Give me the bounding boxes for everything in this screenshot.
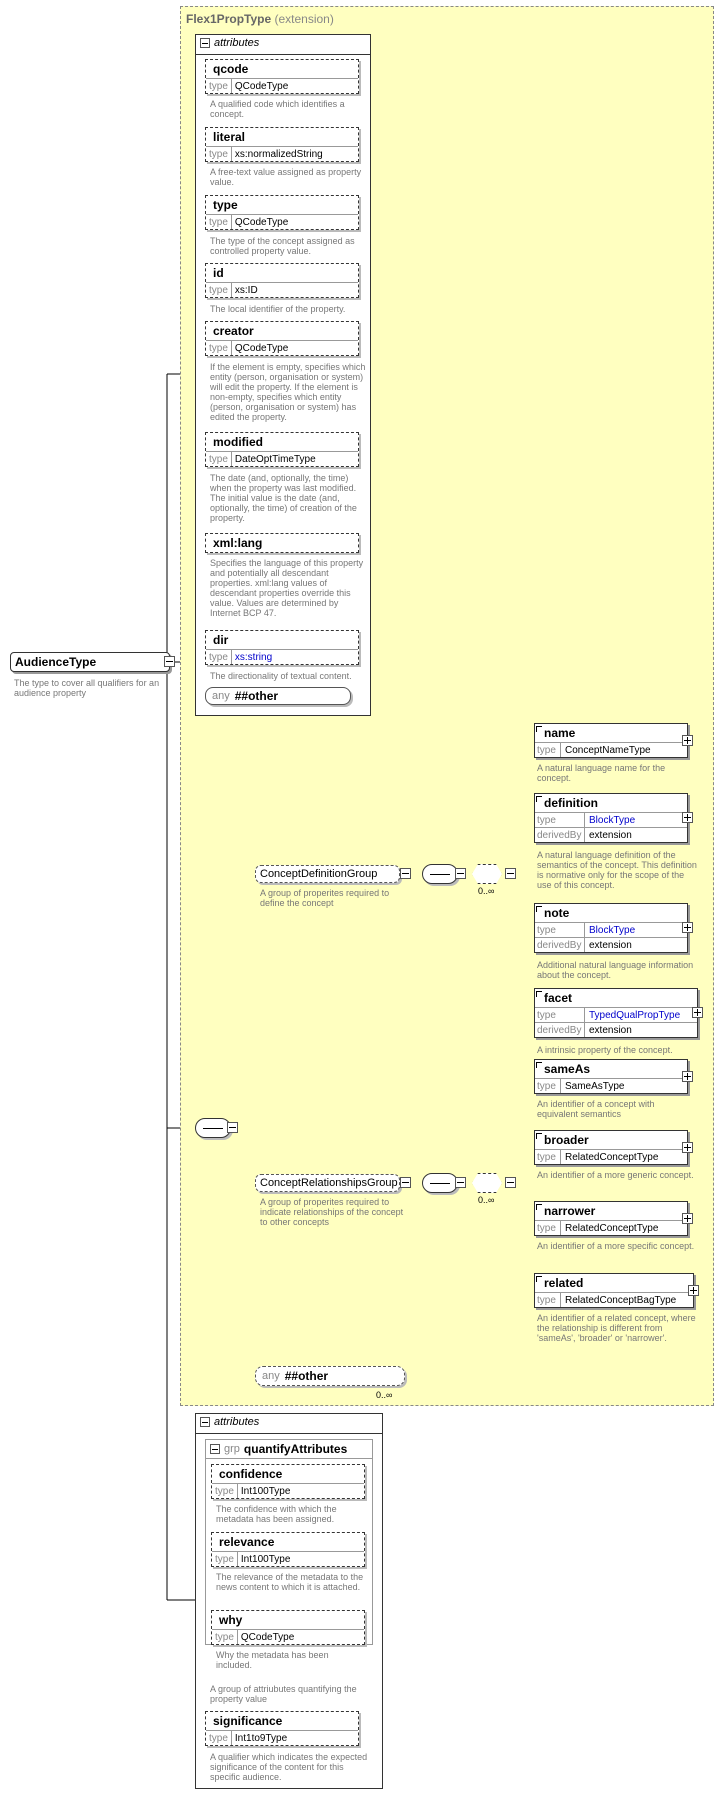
- collapse-icon[interactable]: [455, 868, 466, 879]
- group-desc: A group of properites required to indica…: [260, 1197, 404, 1227]
- cardinality-label: 0..∞: [478, 1195, 495, 1205]
- collapse-icon[interactable]: [455, 1177, 466, 1188]
- collapse-icon[interactable]: [164, 656, 175, 667]
- element-desc: An identifier of a related concept, wher…: [537, 1313, 696, 1343]
- attribute-desc: The date (and, optionally, the time) whe…: [210, 473, 357, 523]
- attribute-desc: The type of the concept assigned as cont…: [210, 236, 355, 256]
- collapse-icon[interactable]: [400, 1177, 411, 1188]
- element-desc: An identifier of a concept with equivale…: [537, 1099, 655, 1119]
- expand-icon[interactable]: [692, 1007, 703, 1018]
- group-desc: A group of attriubutes quantifying the p…: [210, 1684, 357, 1704]
- collapse-icon[interactable]: [210, 1444, 220, 1454]
- cardinality-label: 0..∞: [376, 1390, 393, 1400]
- expand-icon[interactable]: [682, 1070, 693, 1082]
- attributes-header[interactable]: attributes: [200, 37, 259, 49]
- root-element-audiencetype[interactable]: AudienceType: [10, 652, 175, 672]
- expand-icon[interactable]: [688, 1284, 699, 1296]
- expand-icon[interactable]: [682, 734, 693, 746]
- attribute-desc: The directionality of textual content.: [210, 671, 352, 681]
- attribute-desc: Why the metadata has been included.: [216, 1650, 329, 1670]
- attribute-desc: The local identifier of the property.: [210, 304, 346, 314]
- attribute-desc: A qualified code which identifies a conc…: [210, 99, 345, 119]
- element-desc: A intrinsic property of the concept.: [537, 1045, 673, 1055]
- expand-icon[interactable]: [682, 922, 693, 933]
- choice-icon: [472, 1173, 502, 1193]
- attribute-xml-lang[interactable]: xml:lang: [205, 533, 359, 553]
- any-element[interactable]: any##other: [255, 1366, 405, 1386]
- sequence-icon: [422, 1173, 458, 1193]
- group-concept-definition[interactable]: ConceptDefinitionGroup: [255, 865, 400, 883]
- group-desc: A group of properites required to define…: [260, 888, 390, 908]
- cardinality-label: 0..∞: [478, 886, 495, 896]
- element-desc: A natural language name for the concept.: [537, 763, 666, 783]
- root-desc: The type to cover all qualifiers for an …: [14, 678, 160, 698]
- attribute-desc: Specifies the language of this property …: [210, 558, 364, 618]
- element-desc: Additional natural language information …: [537, 960, 694, 980]
- group-concept-relationships[interactable]: ConceptRelationshipsGroup: [255, 1174, 400, 1192]
- attribute-desc: If the element is empty, specifies which…: [210, 362, 366, 422]
- collapse-icon[interactable]: [400, 868, 411, 879]
- attribute-desc: A free-text value assigned as property v…: [210, 167, 362, 187]
- extension-title: Flex1PropType (extension): [186, 12, 334, 26]
- any-attribute[interactable]: any##other: [205, 687, 351, 705]
- collapse-icon[interactable]: [505, 868, 516, 879]
- attribute-desc: The confidence with which the metadata h…: [216, 1504, 337, 1524]
- sequence-icon: [422, 864, 458, 884]
- expand-icon[interactable]: [682, 1141, 693, 1153]
- collapse-icon[interactable]: [505, 1177, 516, 1188]
- element-desc: A natural language definition of the sem…: [537, 850, 697, 890]
- sequence-icon: [195, 1118, 231, 1138]
- choice-icon: [472, 864, 502, 884]
- element-desc: An identifier of a more generic concept.: [537, 1170, 694, 1180]
- attributes-header[interactable]: attributes: [200, 1416, 259, 1428]
- attribute-desc: A qualifier which indicates the expected…: [210, 1752, 368, 1782]
- collapse-icon[interactable]: [200, 1417, 210, 1427]
- element-desc: An identifier of a more specific concept…: [537, 1241, 695, 1251]
- expand-icon[interactable]: [682, 812, 693, 823]
- attribute-desc: The relevance of the metadata to the new…: [216, 1572, 364, 1592]
- expand-icon[interactable]: [682, 1212, 693, 1224]
- collapse-icon[interactable]: [200, 38, 210, 48]
- collapse-icon[interactable]: [227, 1122, 238, 1133]
